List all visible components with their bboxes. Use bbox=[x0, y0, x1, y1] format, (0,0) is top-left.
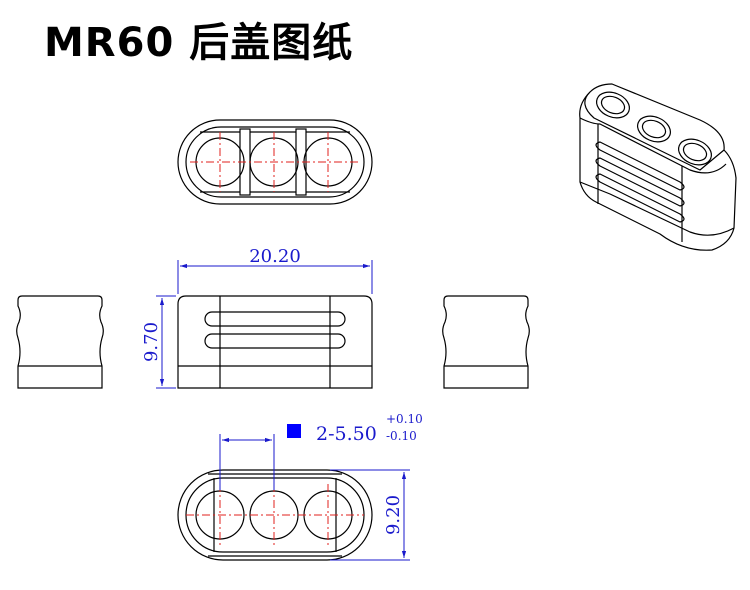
top-view-centerlines bbox=[190, 132, 360, 192]
hole-annotation: 2-5.50 +0.10 -0.10 bbox=[287, 412, 423, 445]
front-view bbox=[177, 295, 373, 389]
top-view bbox=[177, 119, 373, 205]
isometric-view bbox=[579, 83, 737, 251]
hole-spacing-dimension bbox=[219, 434, 275, 490]
right-side-view bbox=[442, 295, 530, 389]
width-dimension: 20.20 bbox=[177, 246, 373, 294]
height-dimension: 9.70 bbox=[141, 295, 176, 389]
bottom-view bbox=[177, 469, 373, 561]
hole-tolerance-plus: +0.10 bbox=[386, 412, 423, 426]
width-dimension-label: 20.20 bbox=[249, 246, 301, 267]
hole-dimension-label: 2-5.50 bbox=[316, 423, 377, 445]
height-dimension-label: 9.70 bbox=[141, 322, 162, 362]
hole-square-marker bbox=[287, 424, 301, 438]
depth-dimension-label: 9.20 bbox=[383, 495, 404, 535]
drawing-title: MR60 后盖图纸 bbox=[44, 20, 354, 66]
bottom-view-centerlines bbox=[186, 484, 364, 546]
hole-tolerance-minus: -0.10 bbox=[386, 429, 417, 443]
depth-dimension: 9.20 bbox=[330, 469, 410, 561]
left-side-view bbox=[16, 295, 104, 389]
